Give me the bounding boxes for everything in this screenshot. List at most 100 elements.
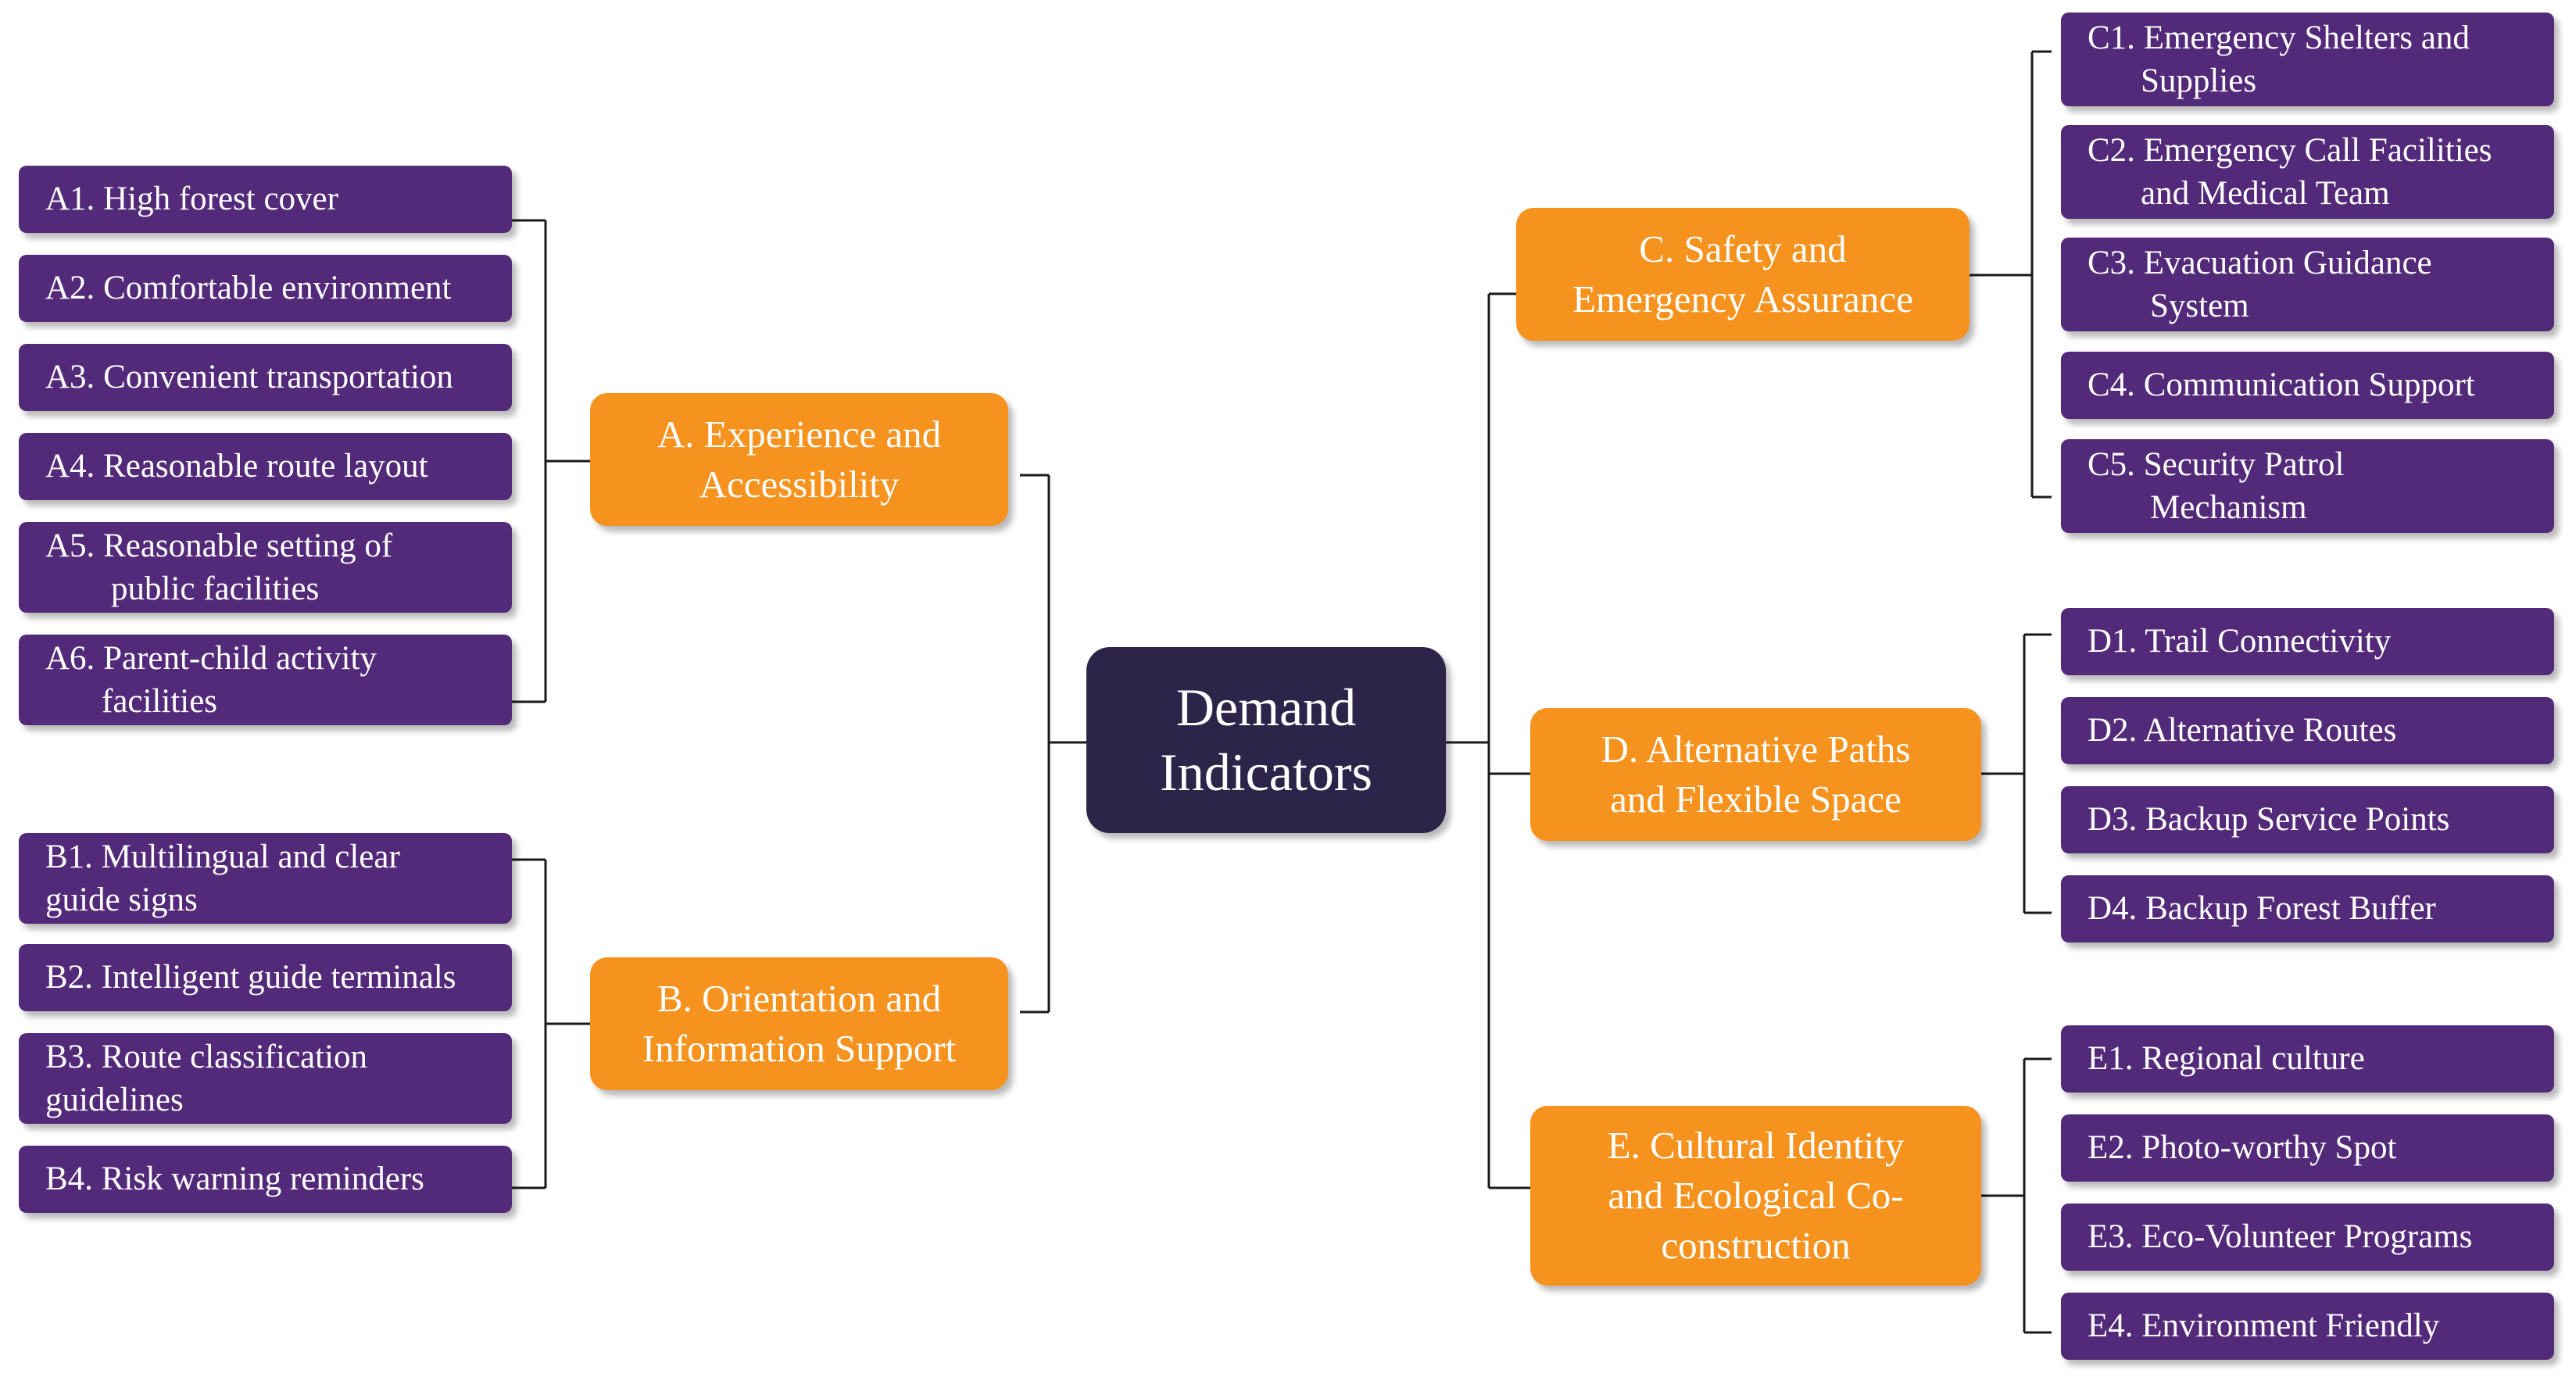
leaf-b4: B4. Risk warning reminders — [19, 1146, 512, 1213]
connector-root-right — [1446, 292, 1532, 1189]
connector-e-group — [1981, 1057, 2052, 1334]
leaf-a6-code: A6. — [45, 639, 95, 677]
branch-e-label-line3: construction — [1661, 1223, 1851, 1267]
leaf-a4-line1: Reasonable route layout — [103, 448, 428, 485]
leaf-e4-line1: Environment Friendly — [2141, 1307, 2440, 1345]
connector-root-left — [1020, 474, 1086, 1014]
leaf-a3-code: A3. — [45, 359, 95, 396]
leaf-c3-line1: Evacuation Guidance — [2143, 244, 2432, 281]
leaf-c1-line1: Emergency Shelters and — [2143, 19, 2470, 56]
leaf-a2: A2. Comfortable environment — [19, 255, 512, 322]
branch-node-d: D. Alternative Paths and Flexible Space — [1530, 708, 1981, 841]
leaf-d1-code: D1. — [2088, 623, 2138, 660]
leaf-a1-code: A1. — [45, 181, 95, 218]
leaf-b3-code: B3. — [45, 1038, 93, 1075]
branch-node-c: C. Safety and Emergency Assurance — [1516, 208, 1970, 341]
leaf-c3-line2: System — [2150, 288, 2249, 324]
leaf-e1-code: E1. — [2088, 1040, 2134, 1078]
leaf-d2-code: D2. — [2088, 712, 2138, 749]
branch-c-label-line2: Emergency Assurance — [1572, 277, 1913, 320]
leaf-e3-line1: Eco-Volunteer Programs — [2141, 1218, 2473, 1256]
branch-node-e: E. Cultural Identity and Ecological Co- … — [1530, 1106, 1981, 1286]
leaf-d4-code: D4. — [2088, 890, 2138, 928]
branch-a-label-line1: A. Experience and — [657, 413, 942, 456]
leaf-b4-code: B4. — [45, 1161, 93, 1198]
leaf-c3: C3. Evacuation Guidance System — [2061, 238, 2554, 331]
connector-a-group — [512, 219, 590, 703]
leaf-a5-line1: Reasonable setting of — [103, 527, 393, 564]
branch-a-label-line2: Accessibility — [699, 463, 900, 506]
branch-d-label-line2: and Flexible Space — [1610, 778, 1902, 821]
connector-c-group — [1970, 50, 2052, 499]
leaf-c5: C5. Security Patrol Mechanism — [2061, 439, 2554, 533]
leaf-a2-line1: Comfortable environment — [103, 270, 452, 307]
leaf-c1-line2: Supplies — [2141, 63, 2257, 99]
leaf-b2-line1: Intelligent guide terminals — [101, 959, 456, 996]
leaf-c2: C2. Emergency Call Facilities and Medica… — [2061, 125, 2554, 219]
leaf-e1-line1: Regional culture — [2141, 1040, 2365, 1078]
connector-d-group — [1981, 633, 2052, 914]
leaf-d3-line1: Backup Service Points — [2145, 801, 2450, 839]
leaf-a4-code: A4. — [45, 448, 95, 485]
leaf-c5-line2: Mechanism — [2150, 489, 2307, 526]
leaf-c4-line1: Communication Support — [2143, 367, 2475, 404]
leaf-e3-code: E3. — [2088, 1218, 2134, 1256]
leaf-c5-line1: Security Patrol — [2143, 445, 2345, 483]
leaf-d2: D2. Alternative Routes — [2061, 697, 2554, 764]
leaf-c3-code: C3. — [2088, 244, 2135, 281]
leaf-b3: B3. Route classification guidelines — [19, 1033, 512, 1124]
root-node-demand-indicators: Demand Indicators — [1086, 647, 1446, 833]
leaf-d4-line1: Backup Forest Buffer — [2145, 890, 2436, 928]
leaf-e2-line1: Photo-worthy Spot — [2141, 1129, 2397, 1167]
leaf-b4-line1: Risk warning reminders — [101, 1161, 424, 1198]
connector-b-group — [512, 858, 590, 1189]
leaf-b1-line1: Multilingual and clear — [101, 838, 400, 875]
branch-e-label-line1: E. Cultural Identity — [1607, 1124, 1905, 1168]
leaf-a3: A3. Convenient transportation — [19, 344, 512, 411]
leaf-c1: C1. Emergency Shelters and Supplies — [2061, 13, 2554, 106]
leaf-c2-line2: and Medical Team — [2141, 175, 2390, 212]
leaf-b2-code: B2. — [45, 959, 93, 996]
leaf-e3: E3. Eco-Volunteer Programs — [2061, 1204, 2554, 1271]
leaf-d1: D1. Trail Connectivity — [2061, 608, 2554, 675]
leaf-c5-code: C5. — [2088, 445, 2135, 483]
leaf-b2: B2. Intelligent guide terminals — [19, 944, 512, 1011]
leaf-a6-line1: Parent-child activity — [103, 639, 377, 677]
leaf-c1-code: C1. — [2088, 19, 2135, 56]
leaf-c4-code: C4. — [2088, 367, 2135, 404]
leaf-a1-line1: High forest cover — [103, 181, 338, 218]
leaf-a4: A4. Reasonable route layout — [19, 433, 512, 500]
branch-d-label-line1: D. Alternative Paths — [1601, 728, 1911, 771]
branch-b-label-line1: B. Orientation and — [657, 977, 942, 1021]
leaf-e1: E1. Regional culture — [2061, 1025, 2554, 1093]
leaf-b3-line2: guidelines — [45, 1082, 184, 1118]
leaf-d3: D3. Backup Service Points — [2061, 786, 2554, 853]
branch-e-label-line2: and Ecological Co- — [1608, 1174, 1904, 1218]
leaf-e4-code: E4. — [2088, 1307, 2134, 1345]
leaf-d2-line1: Alternative Routes — [2143, 712, 2397, 749]
leaf-e2-code: E2. — [2088, 1129, 2134, 1167]
leaf-b3-line1: Route classification — [101, 1038, 368, 1075]
leaf-c2-code: C2. — [2088, 131, 2135, 169]
branch-c-label-line1: C. Safety and — [1639, 227, 1847, 271]
leaf-b1-line2: guide signs — [45, 882, 198, 918]
branch-node-a: A. Experience and Accessibility — [590, 393, 1008, 526]
leaf-a5-line2: public facilities — [111, 570, 320, 607]
branch-b-label-line2: Information Support — [642, 1027, 957, 1070]
leaf-b1-code: B1. — [45, 838, 93, 875]
leaf-a6: A6. Parent-child activity facilities — [19, 635, 512, 725]
leaf-b1: B1. Multilingual and clear guide signs — [19, 833, 512, 924]
leaf-c4: C4. Communication Support — [2061, 352, 2554, 419]
leaf-a1: A1. High forest cover — [19, 166, 512, 233]
root-label-line1: Demand — [1175, 678, 1357, 738]
leaf-d3-code: D3. — [2088, 801, 2138, 839]
leaf-c2-line1: Emergency Call Facilities — [2143, 131, 2492, 169]
leaf-a3-line1: Convenient transportation — [103, 359, 453, 396]
leaf-d4: D4. Backup Forest Buffer — [2061, 875, 2554, 942]
branch-node-b: B. Orientation and Information Support — [590, 957, 1008, 1090]
leaf-a5: A5. Reasonable setting of public facilit… — [19, 522, 512, 613]
leaf-a5-code: A5. — [45, 527, 95, 564]
leaf-a6-line2: facilities — [102, 683, 218, 720]
root-label-line2: Indicators — [1160, 742, 1372, 802]
